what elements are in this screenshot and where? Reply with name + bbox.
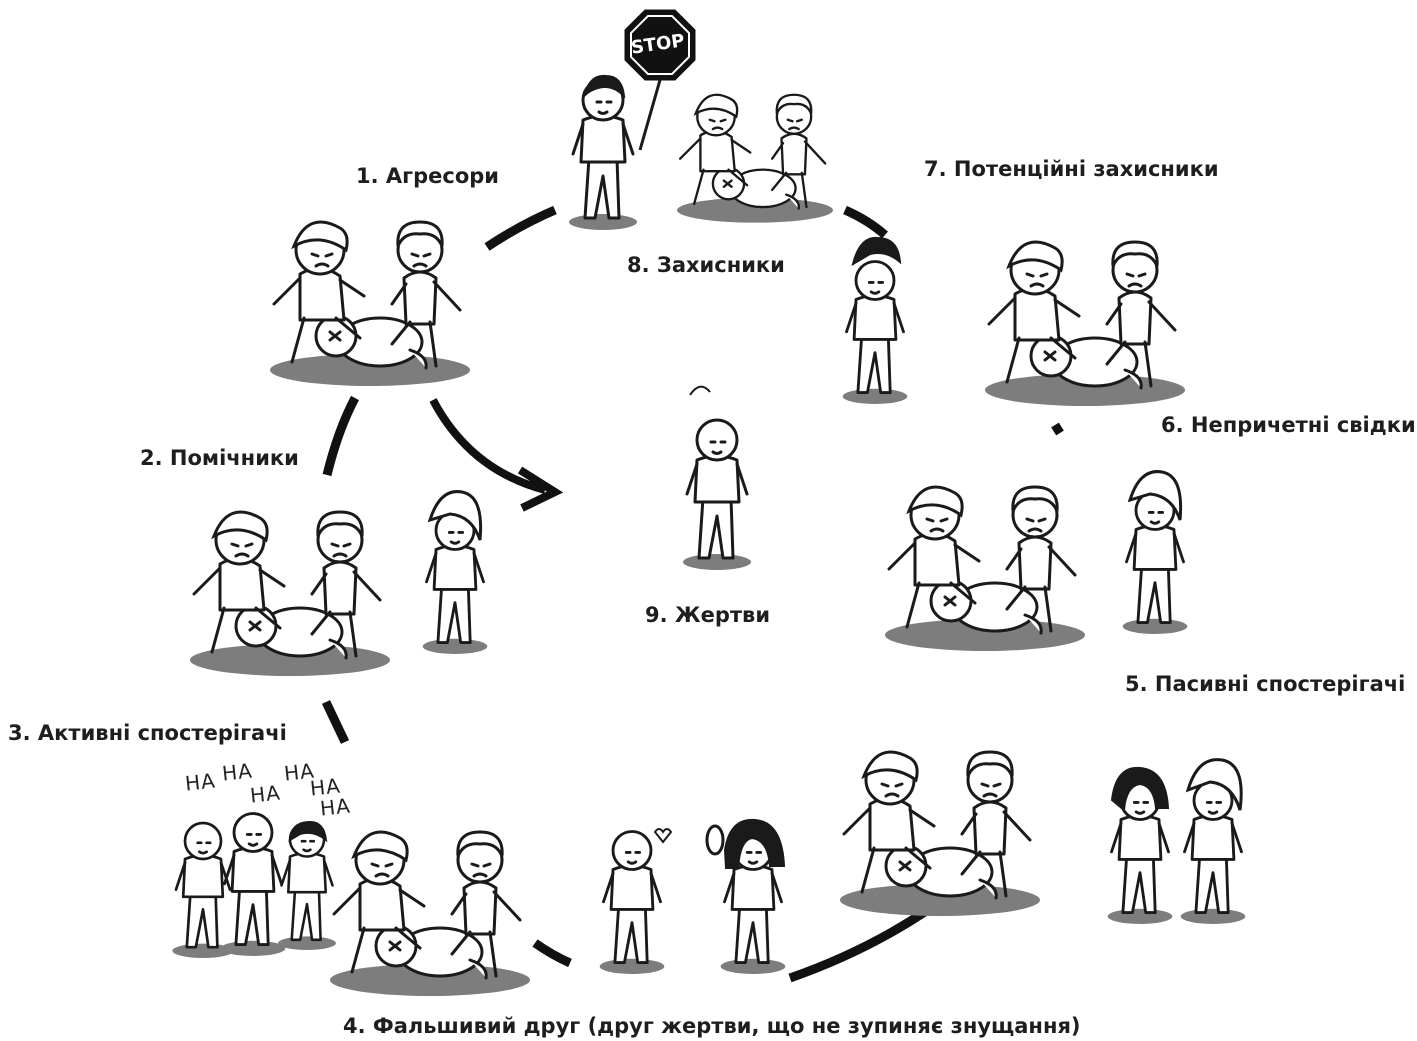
label-helpers: 2. Помічники	[140, 446, 299, 470]
bottom-right-scene	[838, 750, 1247, 926]
defender-scene	[567, 9, 835, 232]
label-active-spectators: 3. Активні спостерігачі	[8, 721, 287, 745]
label-uninvolved-witnesses: 6. Непричетні свідки	[1161, 413, 1416, 437]
cycle-arcs	[321, 205, 1064, 983]
label-defenders: 8. Захисники	[627, 253, 785, 277]
label-passive-spectators: 5. Пасивні спостерігачі	[1125, 672, 1406, 696]
label-victims: 9. Жертви	[645, 603, 771, 627]
false-friend-scene	[598, 818, 787, 976]
laughter-text: HA	[318, 793, 352, 821]
label-potential-defenders: 7. Потенційні захисники	[924, 157, 1219, 181]
aggressors-scene	[268, 220, 472, 388]
helpers-scene	[188, 490, 489, 678]
active-spectators-scene	[171, 812, 532, 998]
laughter-text: HA	[220, 758, 254, 786]
laughter-text: HA	[248, 780, 282, 808]
passive-spectator-scene	[883, 470, 1189, 653]
laughter-text: HA	[183, 768, 217, 796]
victim-figure	[681, 385, 753, 572]
label-false-friend: 4. Фальшивий друг (друг жертви, що не зу…	[343, 1014, 1081, 1038]
potential-defender-scene	[841, 236, 1187, 408]
label-aggressors: 1. Агресори	[356, 164, 500, 188]
